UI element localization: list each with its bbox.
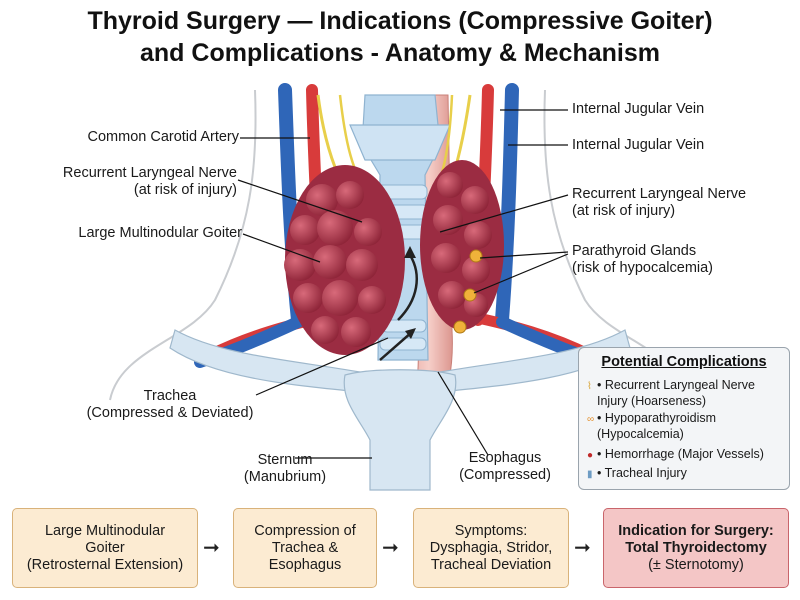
label-common-carotid-artery: Common Carotid Artery [87, 129, 240, 145]
flow-symptoms-line2: Dysphagia, Stridor, [429, 539, 553, 556]
complications-title: Potential Complications [601, 354, 767, 370]
label-parathyroid: Parathyroid Glands (risk of hypocalcemia… [572, 243, 713, 277]
compression-arrow-head-lower [405, 328, 416, 339]
trachea-icon: ▮ [587, 469, 593, 480]
leader-lines [237, 109, 569, 459]
label-goiter: Large Multinodular Goiter [78, 225, 242, 241]
complication-tracheal-text: • Tracheal Injury [597, 466, 687, 480]
parathyroid-gland-2 [463, 288, 477, 302]
neck-outline [109, 89, 257, 401]
flow-box-compression: Compression of Trachea & Esophagus [233, 508, 377, 588]
label-rln-right: Recurrent Laryngeal Nerve (at risk of in… [572, 186, 746, 220]
flow-arrow-2: ➞ [382, 537, 399, 559]
goiter-left-lobe [284, 165, 405, 355]
label-sternum: Sternum (Manubrium) [230, 452, 340, 486]
complication-rln-line1: • Recurrent Laryngeal Nerve [597, 378, 755, 392]
label-rln-left-line1: Recurrent Laryngeal Nerve [62, 165, 237, 181]
nerve-icon: ⌇ [587, 381, 592, 392]
compression-arrow-lower [379, 331, 413, 361]
page-title-line2: and Complications - Anatomy & Mechanism [140, 39, 660, 67]
flow-symptoms-line3: Tracheal Deviation [430, 556, 552, 573]
flow-box-goiter: Large Multinodular Goiter (Retrosternal … [12, 508, 198, 588]
parathyroid-gland-3 [453, 320, 467, 334]
gland-icon: ∞ [587, 414, 595, 425]
label-rln-right-line1: Recurrent Laryngeal Nerve [572, 186, 747, 202]
label-internal-jugular-vein-1: Internal Jugular Vein [572, 101, 705, 117]
complication-hypopara-line2: (Hypocalcemia) [597, 427, 684, 441]
flow-indication-line3: (± Sternotomy) [648, 556, 744, 573]
label-rln-left: Recurrent Laryngeal Nerve (at risk of in… [63, 165, 237, 199]
flow-indication-line2: Total Thyroidectomy [625, 539, 767, 556]
flow-goiter-line2: Goiter [85, 539, 125, 556]
label-esophagus-line1: Esophagus [468, 450, 542, 466]
complication-hemorrhage-text: • Hemorrhage (Major Vessels) [597, 447, 764, 461]
compression-arrow-head-up [404, 246, 416, 258]
complication-item-hemorrhage: ●• Hemorrhage (Major Vessels) [587, 447, 764, 463]
label-trachea-line2: (Compressed & Deviated) [86, 405, 254, 421]
complication-item-tracheal: ▮ • Tracheal Injury [587, 466, 687, 482]
label-esophagus-line2: (Compressed) [459, 467, 551, 483]
label-sternum-line2: (Manubrium) [243, 469, 327, 485]
flow-arrow-1: ➞ [203, 537, 220, 559]
flow-compression-line1: Compression of [254, 522, 356, 539]
label-parathyroid-line1: Parathyroid Glands [572, 243, 697, 259]
flow-indication-line1: Indication for Surgery: [618, 522, 774, 539]
flow-goiter-line3: (Retrosternal Extension) [26, 556, 184, 573]
flow-compression-line2: Trachea & [271, 539, 339, 556]
goiter-right-lobe [420, 160, 504, 330]
flow-goiter-line1: Large Multinodular [44, 522, 166, 539]
label-trachea: Trachea (Compressed & Deviated) [60, 388, 280, 422]
complication-item-hypopara: ∞• Hypoparathyroidism (Hypocalcemia) [587, 411, 716, 442]
label-trachea-line1: Trachea [143, 388, 197, 404]
flow-box-symptoms: Symptoms: Dysphagia, Stridor, Tracheal D… [413, 508, 569, 588]
flow-arrow-3: ➞ [574, 537, 591, 559]
flow-symptoms-line1: Symptoms: [454, 522, 528, 539]
potential-complications-box: Potential Complications ⌇ • Recurrent Lar… [578, 347, 790, 490]
sternum-manubrium [343, 369, 457, 491]
flow-box-indication: Indication for Surgery: Total Thyroidect… [603, 508, 789, 588]
page-title-line1: Thyroid Surgery — Indications (Compressi… [87, 7, 713, 35]
blood-drop-icon: ● [587, 450, 594, 461]
label-rln-left-line2: (at risk of injury) [133, 182, 237, 198]
label-internal-jugular-vein-2: Internal Jugular Vein [572, 137, 705, 153]
label-sternum-line1: Sternum [257, 452, 313, 468]
right-jugular-vein [495, 83, 519, 327]
flow-compression-line3: Esophagus [268, 556, 342, 573]
complication-rln-line2: Injury (Hoarseness) [597, 394, 707, 408]
complication-hypopara-line1: • Hypoparathyroidism [597, 411, 717, 425]
compression-arrow-up [397, 254, 418, 321]
label-esophagus: Esophagus (Compressed) [440, 450, 570, 484]
parathyroid-gland-1 [469, 249, 483, 263]
complication-item-rln: ⌇ • Recurrent Laryngeal Nerve Injury (Hoa… [587, 378, 755, 409]
label-rln-right-line2: (at risk of injury) [572, 203, 676, 219]
label-parathyroid-line2: (risk of hypocalcemia) [572, 260, 714, 276]
